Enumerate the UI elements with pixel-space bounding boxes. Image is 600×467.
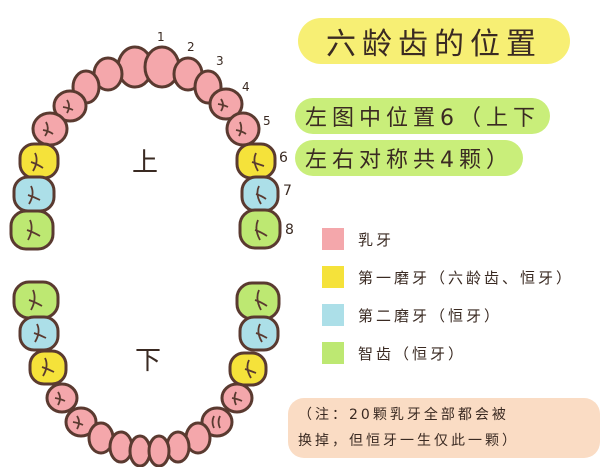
page-title: 六龄齿的位置: [298, 18, 570, 64]
legend-swatch-blue: [322, 304, 344, 326]
legend-swatch-green: [322, 342, 344, 364]
tooth-number-1: 1: [157, 30, 165, 44]
info-box: 左图中位置6（上下 左右对称共4颗）: [295, 98, 580, 182]
tooth-cusp-marks: [26, 98, 268, 430]
tooth-number-8: 8: [285, 222, 294, 238]
upper-jaw-label: 上: [132, 148, 159, 178]
legend-label: 智齿（恒牙）: [358, 344, 467, 363]
lower-jaw-label: 下: [135, 346, 162, 376]
legend-swatch-pink: [322, 228, 344, 250]
legend-label: 第一磨牙（六龄齿、恒牙）: [358, 268, 575, 287]
tooth-number-5: 5: [263, 114, 271, 128]
lower-tooth-4-right: [200, 406, 234, 438]
tooth-number-7: 7: [283, 183, 292, 199]
lower-tooth-2-right: [165, 430, 191, 464]
tooth-number-6: 6: [279, 150, 288, 166]
info-line-2: 左右对称共4颗）: [295, 140, 523, 176]
note-line-2: 换掉，但恒牙一生仅此一颗）: [298, 433, 519, 449]
lower-tooth-5-right: [220, 382, 254, 414]
legend-swatch-yellow: [322, 266, 344, 288]
note-line-1: （注：20颗乳牙全部都会被: [298, 407, 509, 423]
legend-item-primary-tooth: 乳牙: [322, 220, 574, 258]
legend-item-second-molar: 第二磨牙（恒牙）: [322, 296, 574, 334]
lower-tooth-5-left: [45, 382, 79, 414]
upper-jaw: [9, 45, 282, 251]
upper-tooth-5-left: [31, 111, 69, 147]
upper-tooth-4-right: [208, 87, 244, 121]
tooth-number-4: 4: [242, 80, 250, 94]
legend-item-first-molar: 第一磨牙（六龄齿、恒牙）: [322, 258, 574, 296]
lower-tooth-4-left: [64, 406, 98, 438]
legend: 乳牙 第一磨牙（六龄齿、恒牙） 第二磨牙（恒牙） 智齿（恒牙）: [322, 220, 574, 372]
upper-tooth-5-right: [225, 111, 261, 147]
legend-label: 第二磨牙（恒牙）: [358, 306, 503, 325]
lower-tooth-1-right: [147, 434, 171, 467]
upper-tooth-4-left: [52, 89, 88, 123]
lower-tooth-2-left: [108, 430, 134, 464]
upper-tooth-6-left: [18, 142, 60, 180]
lower-jaw: [12, 280, 281, 467]
lower-tooth-6-left: [28, 349, 68, 386]
lower-tooth-1-left: [128, 434, 152, 467]
upper-tooth-6-right: [235, 142, 277, 180]
info-line-1: 左图中位置6（上下: [295, 98, 550, 134]
teeth-diagram: [9, 45, 282, 467]
tooth-number-3: 3: [216, 54, 224, 68]
legend-item-wisdom-tooth: 智齿（恒牙）: [322, 334, 574, 372]
tooth-number-2: 2: [187, 40, 195, 54]
upper-tooth-7-right: [240, 175, 280, 213]
note-box: （注：20颗乳牙全部都会被 换掉，但恒牙一生仅此一颗）: [288, 398, 600, 458]
upper-tooth-7-left: [12, 175, 56, 213]
upper-tooth-8-right: [238, 208, 282, 250]
lower-tooth-8-left: [12, 280, 60, 320]
legend-label: 乳牙: [358, 230, 395, 249]
